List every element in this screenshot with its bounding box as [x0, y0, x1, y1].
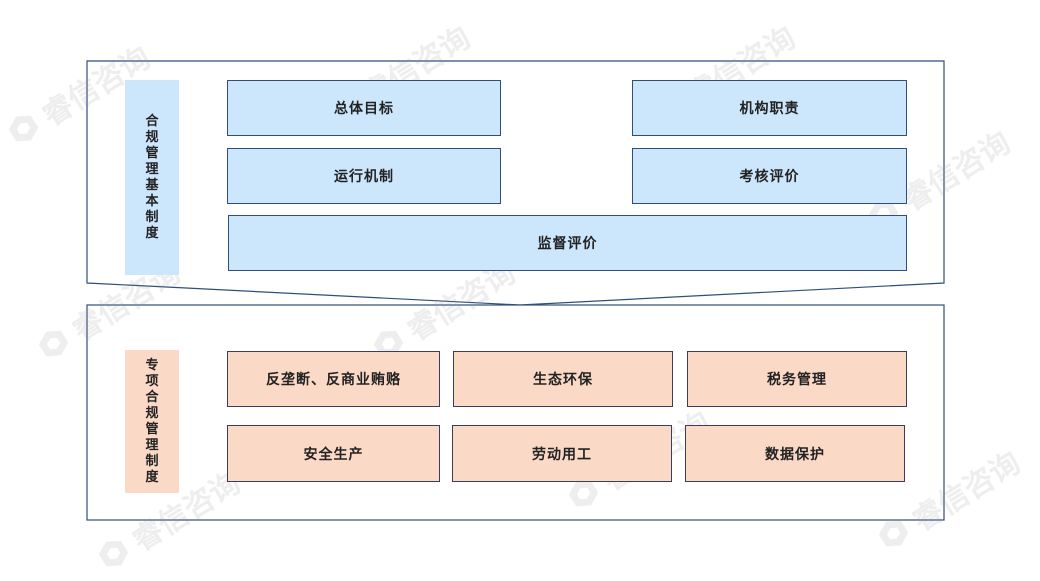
bottom-section-outline: [86, 304, 945, 521]
box-anti-monopoly: 反垄断、反商业贿赂: [227, 351, 440, 407]
top-section-label-text: 合规管理基本制度: [145, 113, 159, 241]
box-supervision-evaluation: 监督评价: [228, 215, 907, 271]
box-org-duties: 机构职责: [632, 80, 907, 136]
box-labor-employment: 劳动用工: [452, 425, 672, 482]
box-tax-management: 税务管理: [687, 351, 907, 407]
bottom-section-label-text: 专项合规管理制度: [145, 357, 159, 485]
box-assessment-evaluation: 考核评价: [632, 148, 907, 204]
box-safety-production: 安全生产: [227, 425, 440, 482]
bottom-section-label: 专项合规管理制度: [125, 350, 179, 493]
box-overall-goal: 总体目标: [227, 80, 501, 136]
top-section-label: 合规管理基本制度: [125, 80, 179, 275]
box-operation-mechanism: 运行机制: [227, 148, 501, 204]
box-eco-environment: 生态环保: [453, 351, 673, 407]
box-data-protection: 数据保护: [685, 425, 905, 482]
